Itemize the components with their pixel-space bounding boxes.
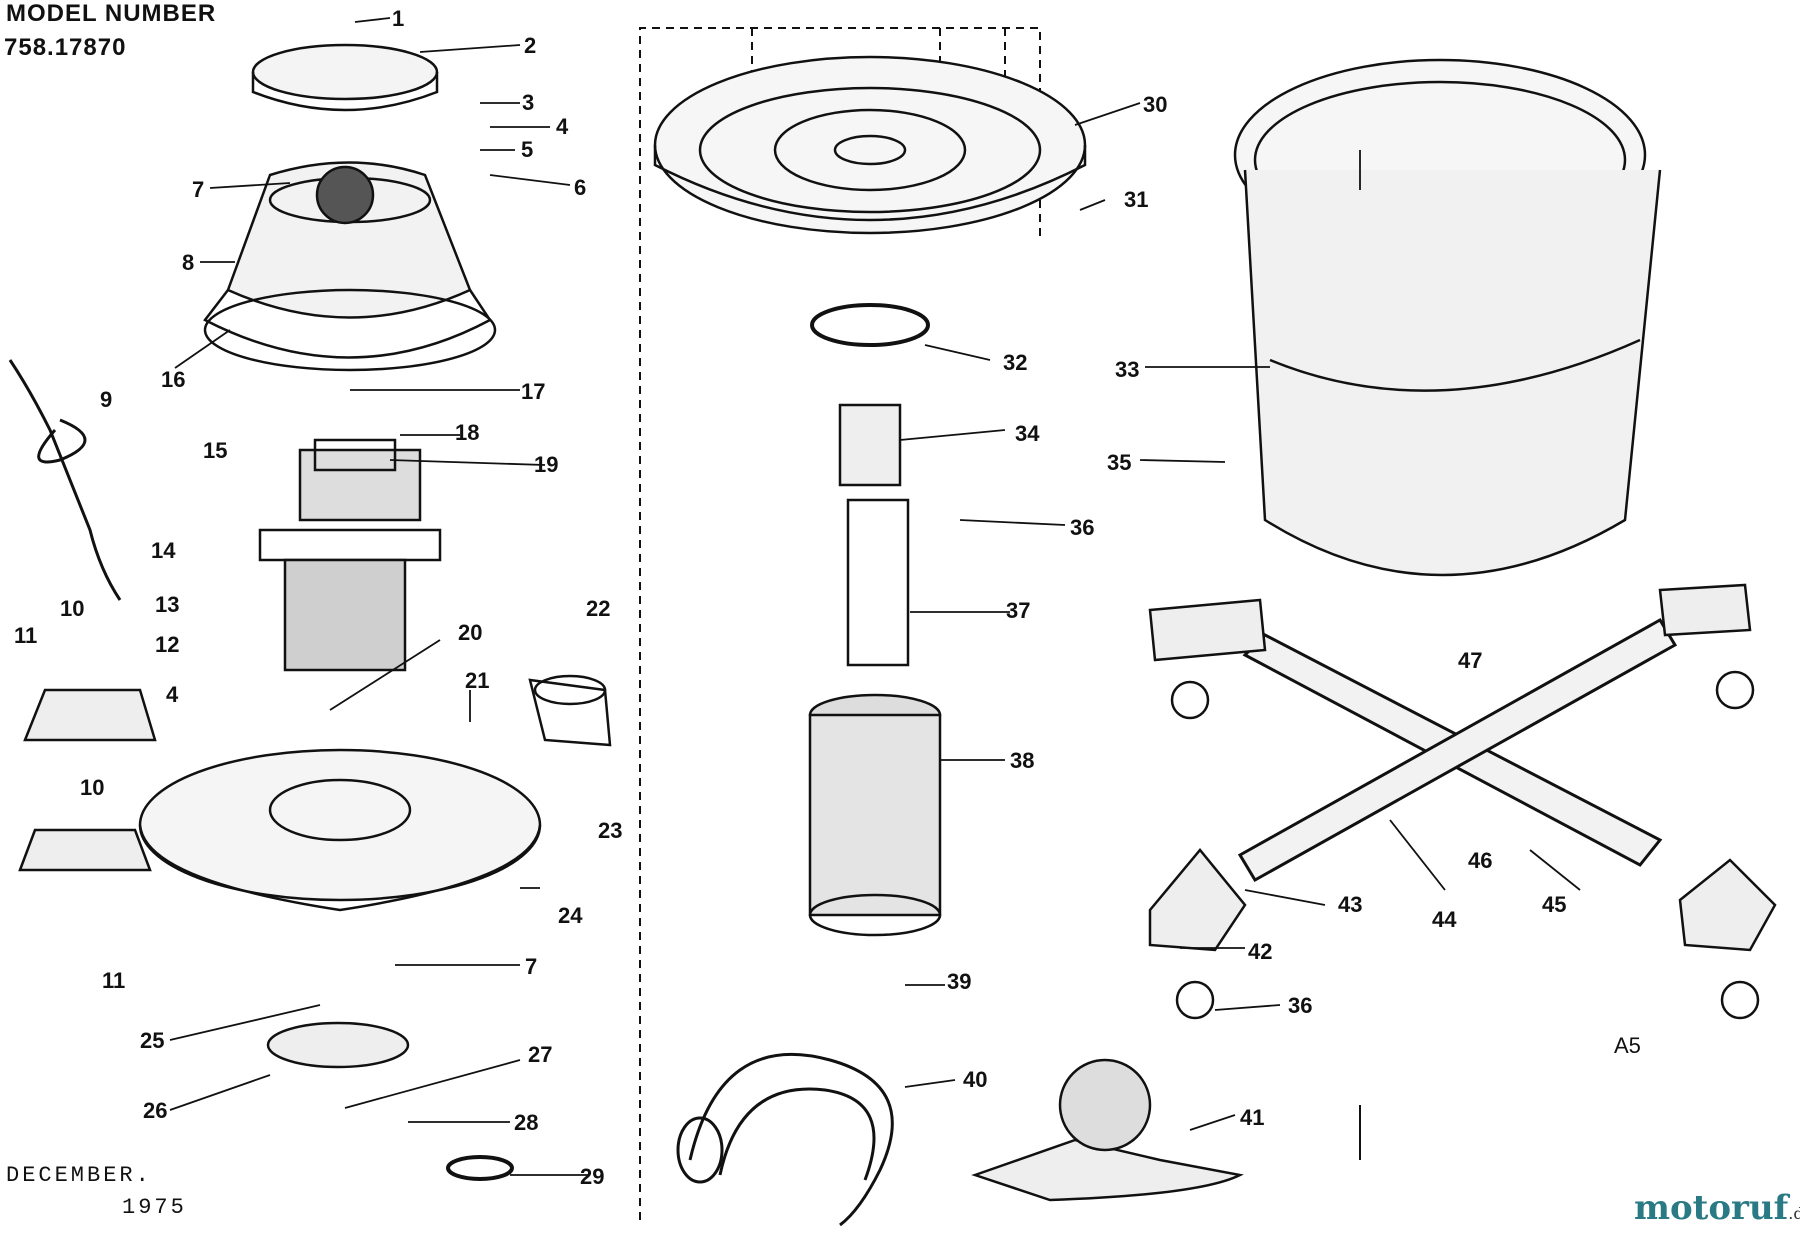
motor-shroud-8 [203,161,497,372]
callout-2: 2 [524,33,537,58]
callout-11a: 11 [14,623,38,648]
callout-14: 14 [151,538,176,563]
callout-45: 45 [1542,892,1567,917]
switch-box-11 [18,688,157,872]
callout-4: 4 [556,114,569,139]
callout-41: 41 [1240,1105,1265,1130]
logo-suffix: .de [1788,1204,1800,1223]
callout-43: 43 [1338,892,1363,917]
sheet-code: A5 [1614,1033,1641,1058]
callout-33: 33 [1115,357,1140,382]
callout-15: 15 [203,438,228,463]
filter-cartridge-38 [808,693,942,937]
filter-plate-26 [266,1021,410,1069]
callout-5: 5 [521,137,534,162]
callout-42: 42 [1248,939,1273,964]
callout-11b: 11 [102,968,126,993]
callout-18: 18 [455,420,480,445]
hose-40 [676,1052,894,1227]
callout-3: 3 [522,90,535,115]
callout-26: 26 [143,1098,168,1123]
callout-21: 21 [465,668,490,693]
callout-39: 39 [947,969,972,994]
model-number-label: MODEL NUMBER [6,0,217,27]
casters-42 [1170,670,1760,1020]
callout-10b: 10 [80,775,105,800]
leader-lines [169,17,1581,1176]
callout-31: 31 [1124,187,1149,212]
inlet-tube-34 [838,403,910,667]
callout-19: 19 [534,452,559,477]
callout-38: 38 [1010,748,1035,773]
callout-7b: 7 [525,954,538,979]
callout-25: 25 [140,1028,165,1053]
date-line-1: DECEMBER. [6,1163,152,1188]
callout-20: 20 [458,620,483,645]
lower-housing-24 [138,748,542,912]
motor-19 [258,438,442,672]
callout-36b: 36 [1288,993,1313,1018]
callout-23: 23 [598,818,623,843]
callout-44: 44 [1432,907,1457,932]
callout-8: 8 [182,250,195,275]
callout-17: 17 [521,379,546,404]
callout-47: 47 [1458,648,1483,673]
callout-13: 13 [155,592,180,617]
lid-30 [653,55,1087,235]
gasket-29 [446,1155,514,1181]
callout-28: 28 [514,1110,539,1135]
callout-12: 12 [155,632,180,657]
callout-24: 24 [558,903,583,928]
callout-37: 37 [1006,598,1031,623]
callout-9: 9 [100,387,113,412]
callout-40: 40 [963,1067,988,1092]
dolly-44-45 [1237,617,1678,883]
callout-35: 35 [1107,450,1132,475]
power-cord-9 [8,359,122,601]
motoruf-logo: motoruf.de [1634,1188,1800,1228]
callout-46: 46 [1468,848,1493,873]
motor-cover-2 [251,43,439,112]
callout-36a: 36 [1070,515,1095,540]
callout-34: 34 [1015,421,1040,446]
callout-29: 29 [580,1164,605,1189]
callout-4b: 4 [166,682,179,707]
gasket-32 [810,303,930,347]
callout-7: 7 [192,177,205,202]
logo-name: motoruf [1634,1188,1789,1228]
callout-10a: 10 [60,596,85,621]
callout-16: 16 [161,367,186,392]
callout-6: 6 [574,175,587,200]
callout-27: 27 [528,1042,553,1067]
callout-30: 30 [1143,92,1168,117]
bracket-23 [528,674,612,747]
caster-covers-43 [1148,583,1777,952]
floor-nozzle-41 [971,1058,1244,1202]
callout-22: 22 [586,596,611,621]
model-number-value: 758.17870 [4,34,127,61]
callout-32: 32 [1003,350,1028,375]
callout-1: 1 [392,6,405,31]
drum-33 [1233,58,1662,577]
date-line-2: 1975 [122,1195,187,1220]
